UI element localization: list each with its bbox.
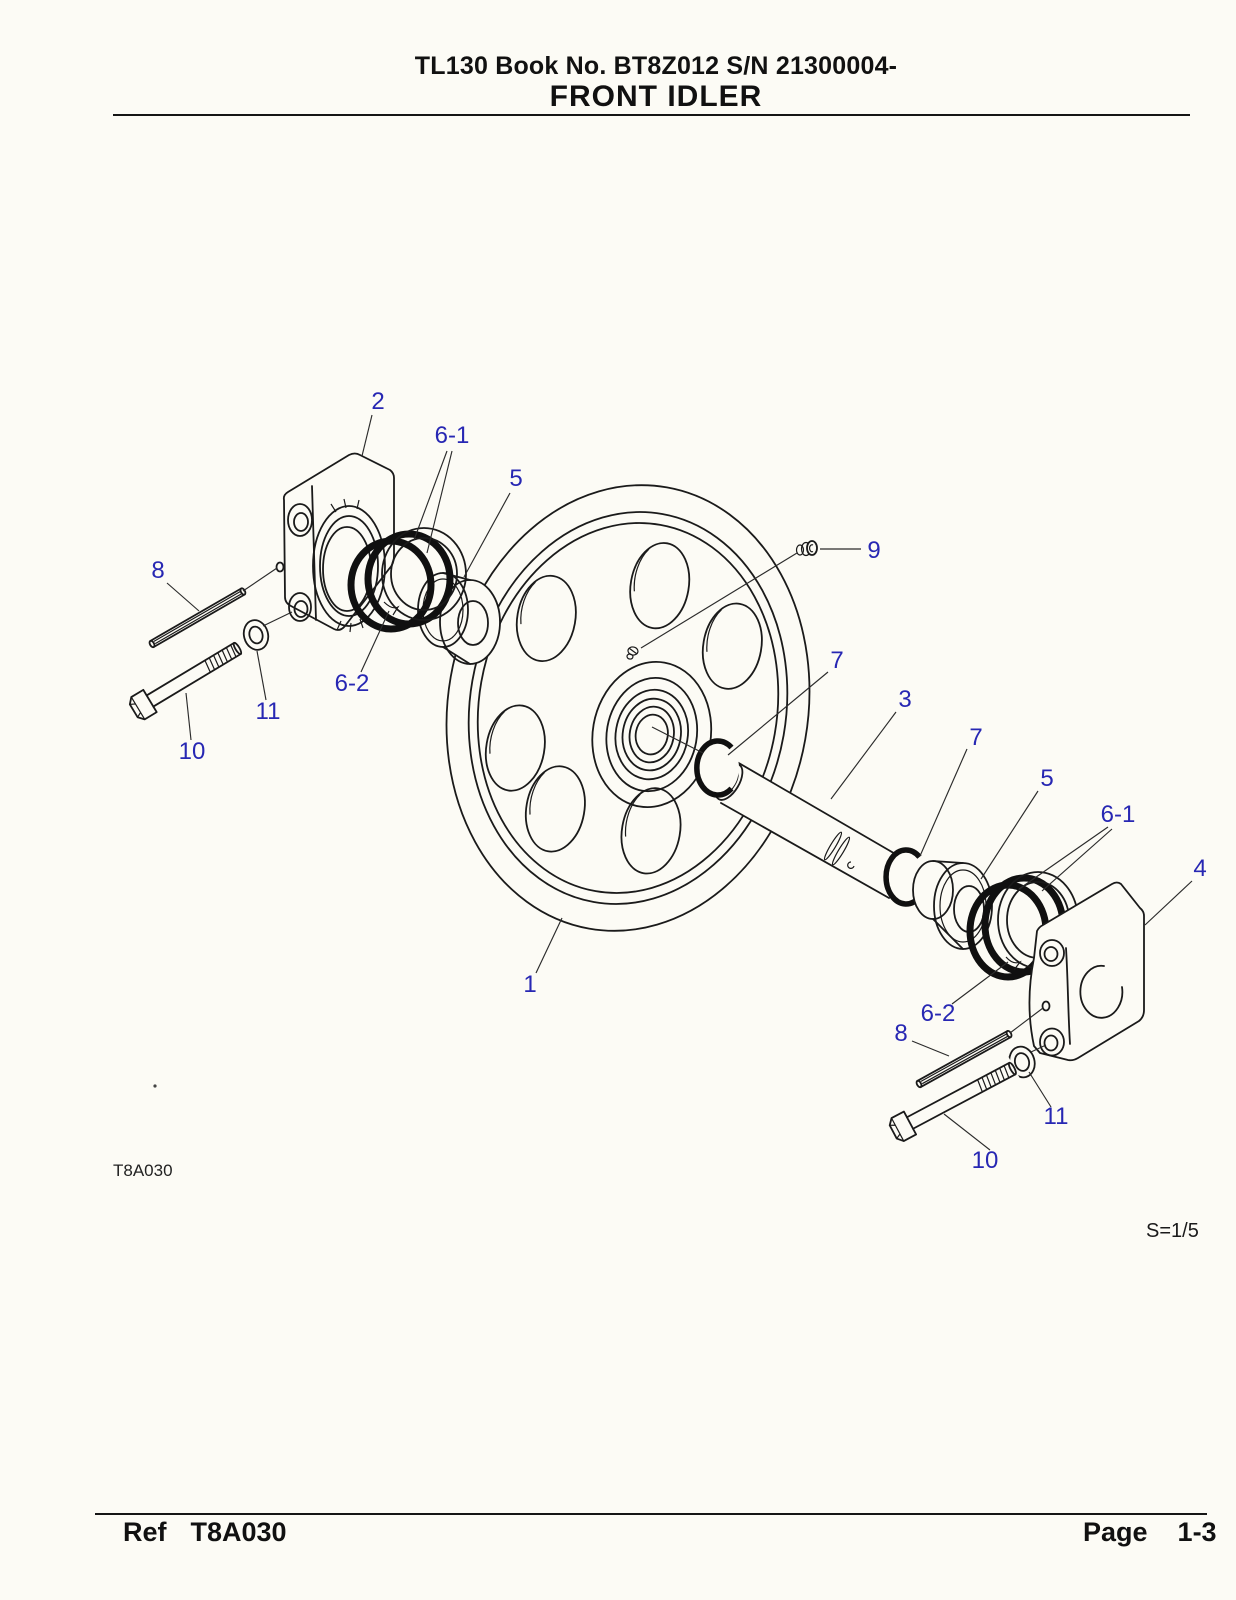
wheel-hole	[620, 787, 682, 875]
page-header: TL130 Book No. BT8Z012 S/N 21300004- FRO…	[38, 52, 1236, 113]
callout-11-left: 11	[255, 698, 281, 725]
callout-1: 1	[523, 971, 537, 998]
header-rule	[113, 114, 1190, 116]
footer-ref-label: Ref	[123, 1517, 167, 1547]
wheel-hole	[701, 602, 763, 690]
leader-lines	[166, 414, 1193, 1151]
wheel-hole	[515, 574, 577, 662]
footer-rule	[95, 1513, 1207, 1515]
wheel-hole	[484, 704, 546, 792]
callout-5-right: 5	[1040, 765, 1054, 792]
callout-6-2-left: 6-2	[334, 670, 370, 697]
callout-7-left: 7	[830, 647, 844, 674]
callout-11-right: 11	[1043, 1103, 1069, 1130]
stray-dot	[153, 1084, 157, 1088]
page-title: FRONT IDLER	[549, 80, 763, 113]
drawing-code: T8A030	[113, 1161, 173, 1180]
part-pin-right	[915, 1029, 1013, 1089]
footer-ref-value: T8A030	[190, 1517, 287, 1547]
footer-page: Page 1-3	[1083, 1517, 1217, 1548]
callout-10-left: 10	[178, 738, 206, 765]
footer-page-label: Page	[1083, 1517, 1148, 1547]
callout-2: 2	[371, 388, 385, 415]
part-plug	[795, 540, 818, 557]
header-book-line: TL130 Book No. BT8Z012 S/N 21300004-	[414, 52, 898, 80]
part-bolt-right	[886, 1056, 1021, 1144]
callout-3: 3	[898, 686, 912, 713]
scale-note: S=1/5	[1146, 1220, 1199, 1242]
callout-9: 9	[867, 537, 881, 564]
callout-5-left: 5	[509, 465, 523, 492]
footer-ref: Ref T8A030	[123, 1517, 287, 1548]
callout-6-2-right: 6-2	[920, 1000, 956, 1027]
wheel-hub	[591, 661, 713, 809]
callout-7-right: 7	[969, 724, 983, 751]
callout-8-left: 8	[151, 557, 165, 584]
wheel-hole	[629, 542, 691, 630]
part-shaft	[713, 761, 911, 899]
footer-page-value: 1-3	[1177, 1517, 1217, 1547]
part-pin-left	[148, 587, 247, 649]
callout-4: 4	[1193, 855, 1207, 882]
callout-6-1-right: 6-1	[1100, 801, 1136, 828]
callout-10-right: 10	[971, 1147, 999, 1174]
callout-8-right: 8	[894, 1020, 908, 1047]
center-screw	[626, 646, 639, 660]
wheel-hole	[524, 765, 586, 853]
part-ring-left	[694, 738, 739, 798]
part-seals-left	[347, 527, 467, 633]
part-bracket-right	[1028, 881, 1145, 1062]
part-washer-left	[242, 619, 270, 651]
part-idler-wheel	[445, 484, 811, 932]
callout-6-1-left: 6-1	[434, 422, 470, 449]
part-bolt-left	[126, 636, 246, 723]
